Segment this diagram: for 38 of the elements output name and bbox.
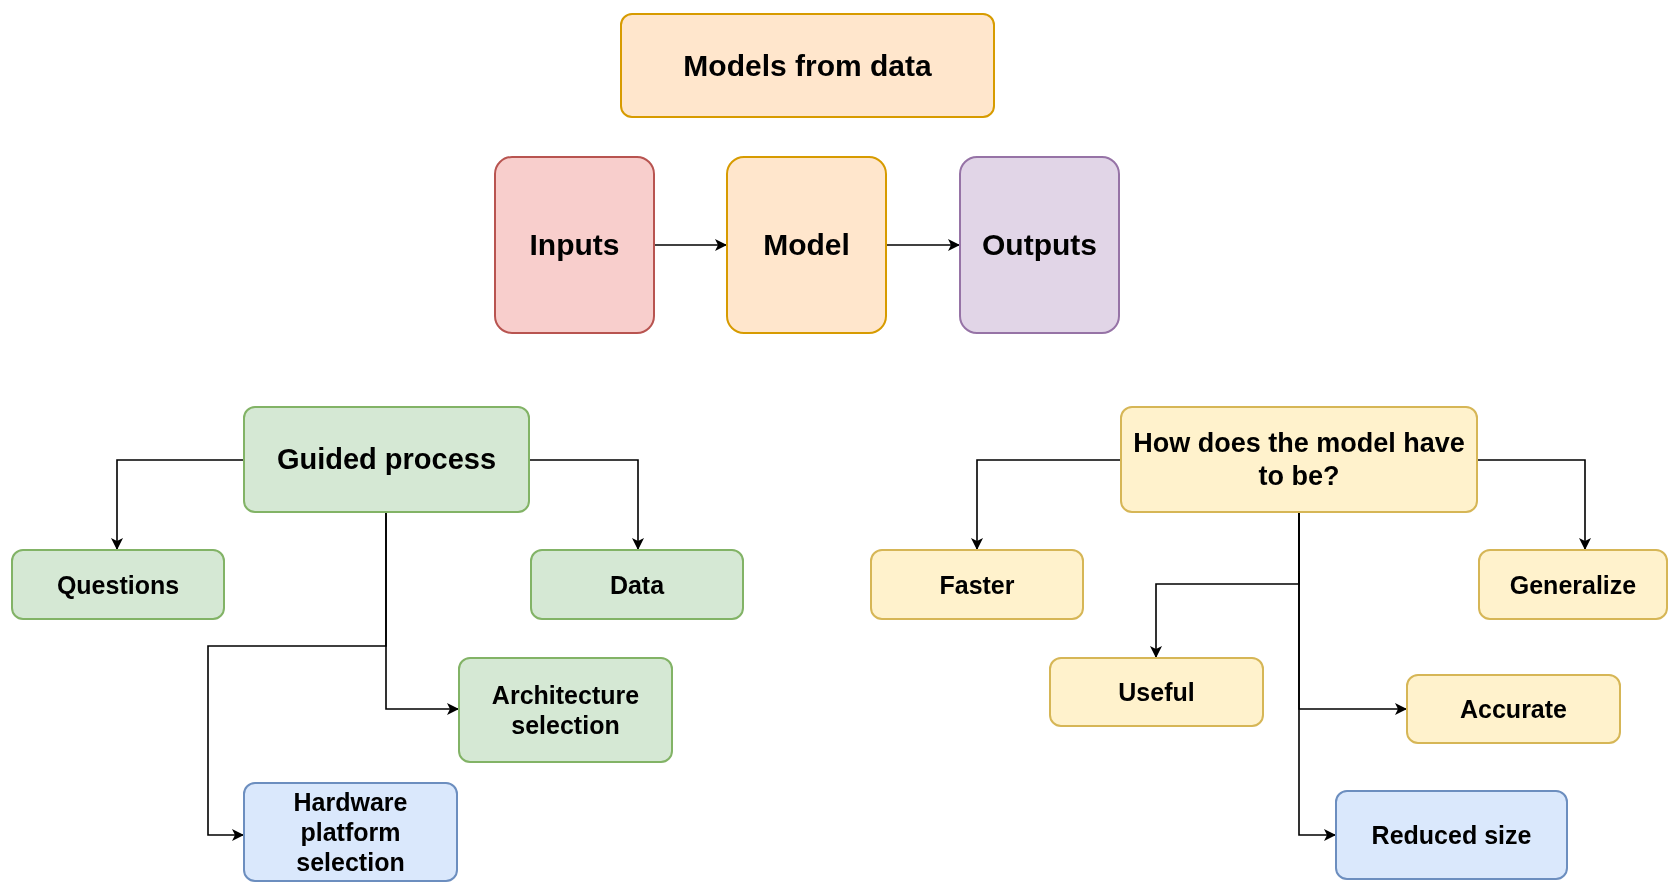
node-label: Hardware platform selection (292, 787, 409, 877)
node-label: Reduced size (1371, 820, 1532, 850)
arrow (1477, 459, 1591, 550)
process-box (870, 549, 1084, 620)
node-label: Questions (56, 569, 180, 600)
process-box (1406, 674, 1621, 744)
arrow (886, 239, 960, 251)
arrow (1298, 512, 1336, 841)
process-box (11, 549, 225, 620)
node-label: Outputs (982, 227, 1097, 263)
node-label: Models from data (683, 47, 932, 84)
process-box (959, 156, 1120, 334)
node-label: Data (609, 569, 665, 600)
process-box (243, 406, 530, 513)
process-box (494, 156, 655, 334)
node-label: Inputs (529, 227, 620, 263)
node-label: Faster (939, 569, 1015, 600)
arrow (529, 459, 644, 550)
process-box (1478, 549, 1668, 620)
arrow (207, 512, 387, 841)
arrow (111, 459, 244, 550)
node-label: Accurate (1460, 694, 1567, 724)
node-label: Architecture selection (490, 680, 641, 740)
process-box (620, 13, 995, 118)
node-label: Model (763, 227, 850, 263)
process-box (458, 657, 673, 763)
process-box (530, 549, 744, 620)
node-label: Useful (1118, 677, 1195, 707)
node-label: Generalize (1509, 569, 1637, 600)
process-box (243, 782, 458, 882)
process-box (1335, 790, 1568, 880)
node-label: Guided process (276, 442, 497, 477)
arrow (654, 239, 727, 251)
process-box (1049, 657, 1264, 727)
process-box (1120, 406, 1478, 513)
process-box (726, 156, 887, 334)
arrow (971, 459, 1121, 550)
node-label: How does the model have to be? (1132, 427, 1466, 492)
